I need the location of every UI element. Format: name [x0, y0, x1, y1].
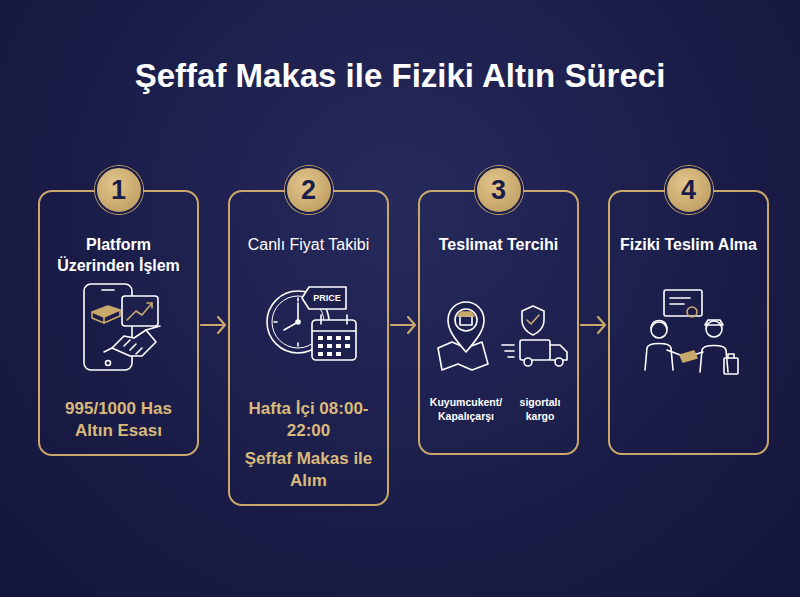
step-number: 2 — [285, 166, 333, 214]
step-detail: Şeffaf Makas ile Alım — [236, 448, 381, 492]
diagram-title: Şeffaf Makas ile Fiziki Altın Süreci — [20, 56, 780, 96]
flow-arrow-line — [581, 317, 605, 333]
step-detail: Hafta İçi 08:00-22:00 — [236, 398, 381, 442]
step-heading: Fiziki Teslim Alma — [616, 234, 761, 255]
trading-icon — [84, 284, 160, 370]
step-heading: Platform Üzerinden İşlem — [46, 234, 191, 276]
option-label: sigortalı kargo — [512, 395, 568, 423]
step-card: 1Platform Üzerinden İşlem995/1000 Has Al… — [38, 190, 199, 456]
tag-label: PRICE — [309, 291, 345, 305]
step-number: 1 — [95, 166, 143, 214]
step-detail: 995/1000 Has Altın Esası — [46, 398, 191, 442]
price-tracking-icon — [267, 287, 356, 360]
step-number: 4 — [665, 166, 713, 214]
step-card: 2Canlı Fiyat TakibiHafta İçi 08:00-22:00… — [228, 190, 389, 506]
flow-arrow-line — [391, 317, 415, 333]
flow-arrow — [201, 317, 225, 333]
delivery-icon — [438, 302, 567, 370]
step-card: 4Fiziki Teslim Alma — [608, 190, 769, 455]
flow-arrow — [581, 317, 605, 333]
step-heading: Teslimat Tercihi — [426, 234, 571, 255]
flow-arrow — [391, 317, 415, 333]
step-card: 3Teslimat TercihiKuyumcukent/ Kapalıçarş… — [418, 190, 579, 455]
option-label: Kuyumcukent/ Kapalıçarşı — [425, 395, 507, 423]
step-number: 3 — [475, 166, 523, 214]
step-heading: Canlı Fiyat Takibi — [236, 234, 381, 255]
handover-icon — [645, 290, 738, 374]
flow-arrow-line — [201, 317, 225, 333]
